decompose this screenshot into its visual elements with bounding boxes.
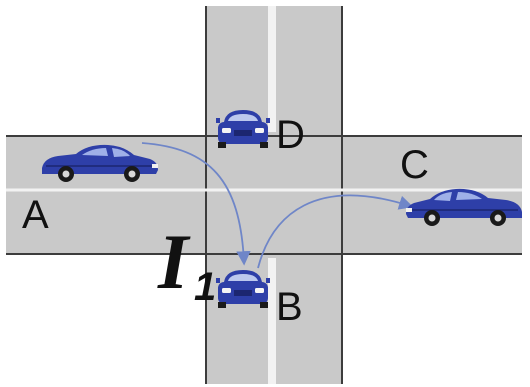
vertical-lane-mark xyxy=(268,6,276,132)
label-c: C xyxy=(400,143,429,187)
label-a: A xyxy=(22,193,49,237)
label-b: B xyxy=(276,285,303,329)
vertical-lane-mark-bottom xyxy=(268,258,276,384)
label-d: D xyxy=(276,113,305,157)
curved-arrow-icon xyxy=(141,142,251,266)
curved-arrow-icon xyxy=(257,194,414,269)
label-i-subscript: 1 xyxy=(194,265,216,309)
label-i-main: I xyxy=(157,218,191,305)
